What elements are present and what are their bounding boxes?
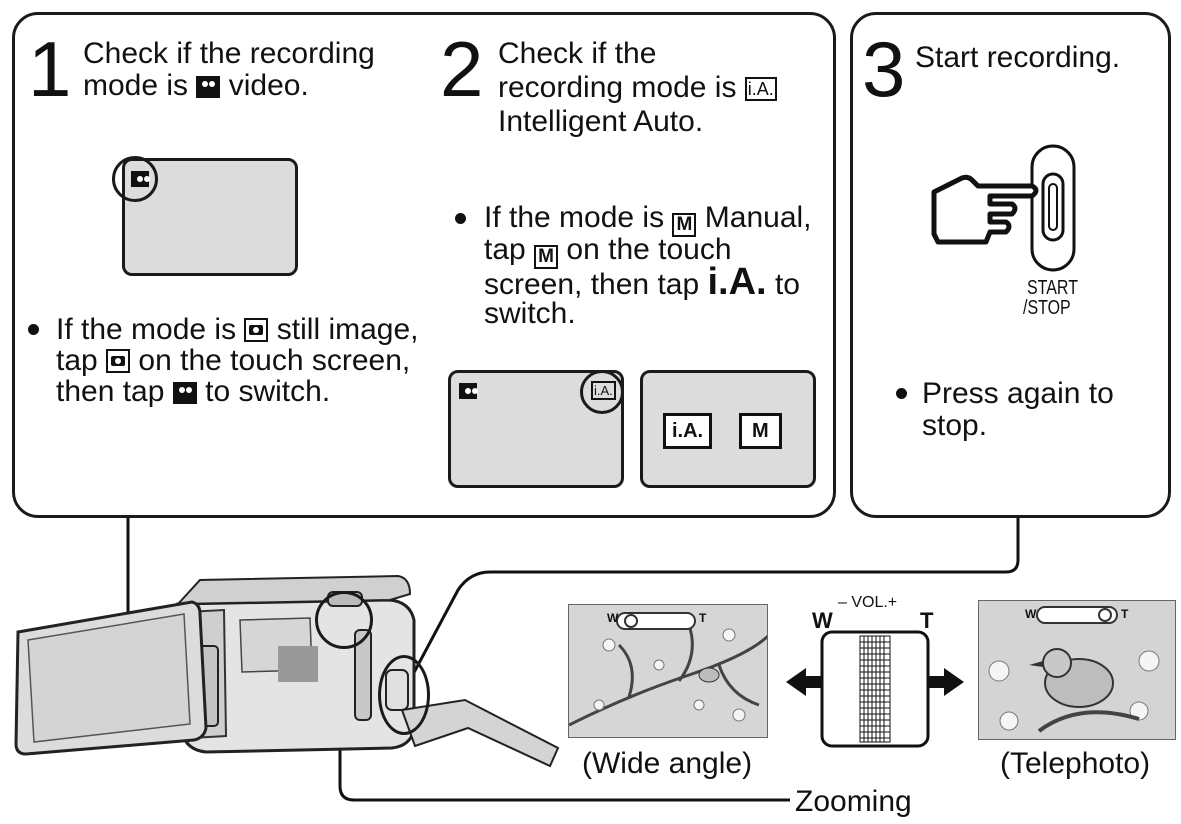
intelligent-auto-big-label: i.A. [707,261,767,303]
highlight-circle [112,156,158,202]
manual-icon: M [672,213,697,237]
zooming-label: Zooming [795,785,912,818]
bullet [28,324,39,335]
step-2-note-line2: tap M on the touch [484,233,732,269]
telephoto-thumbnail: W T [978,600,1176,740]
video-mode-icon [172,382,197,404]
wide-angle-caption: (Wide angle) [582,747,753,780]
bird-closeup-image [979,601,1175,739]
step-2-title-line1: Check if the [498,37,657,70]
start-stop-label-2: /STOP [1023,297,1071,319]
step-3-title: Start recording. [915,41,1121,74]
start-stop-illustration [931,144,1076,272]
zoom-bar-w-label: W [1025,607,1037,621]
step-2-title-line3: Intelligent Auto. [498,105,704,138]
step-2-number: 2 [440,25,484,113]
zoom-bar-t-label: T [699,611,707,625]
bird-branch-image [569,605,767,737]
step-3-panel [850,12,1171,518]
step-1-number: 1 [28,25,72,113]
highlight-circle [378,655,430,735]
zoom-bar-t-label: T [1121,607,1129,621]
telephoto-caption: (Telephoto) [1000,747,1151,780]
step-1-note-line3: then tap to switch. [56,375,331,408]
arrow-right-icon [928,668,964,696]
step-3-note-line2: stop. [922,409,988,442]
still-image-icon [106,349,131,373]
step-2-screen-right: i.A. M [640,370,816,488]
bullet [455,213,466,224]
manual-icon: M [534,245,559,269]
start-stop-label-1: START [1027,277,1078,299]
pointing-hand-icon [931,174,1039,245]
zoom-lever-vol-label: – VOL.+ [838,594,898,611]
step-2-note-line3: screen, then tap i.A. to [484,261,800,303]
video-mode-icon [196,76,221,98]
highlight-circle [315,591,373,649]
video-mode-icon [459,383,478,399]
camcorder-illustration [14,574,560,768]
intelligent-auto-icon: i.A. [744,77,777,101]
arrow-left-icon [786,668,822,696]
step-2-title-line2: recording mode is i.A. [498,72,777,104]
step-1-note-line1: If the mode is still image, [56,313,419,346]
bullet [896,388,907,399]
zoom-lever[interactable] [780,630,970,750]
zoom-lever-t-label: T [920,608,934,633]
step-1-note-line2: tap on the touch screen, [56,344,411,377]
still-image-icon [244,318,269,342]
intelligent-auto-button[interactable]: i.A. [663,413,713,449]
zoom-lever-w-label: W [812,608,833,633]
wide-angle-thumbnail: W T [568,604,768,738]
step-3-note-line1: Press again to [922,377,1114,410]
highlight-circle [580,370,624,414]
step-3-number: 3 [862,25,906,113]
step-2-note-line1: If the mode is M Manual, [484,201,812,237]
step-1-title-line1: Check if the recording [83,37,375,70]
zoom-bar-w-label: W [607,611,619,625]
manual-button[interactable]: M [739,413,782,449]
step-2-note-line4: switch. [484,297,576,330]
step-1-title-line2: mode is video. [83,69,309,102]
